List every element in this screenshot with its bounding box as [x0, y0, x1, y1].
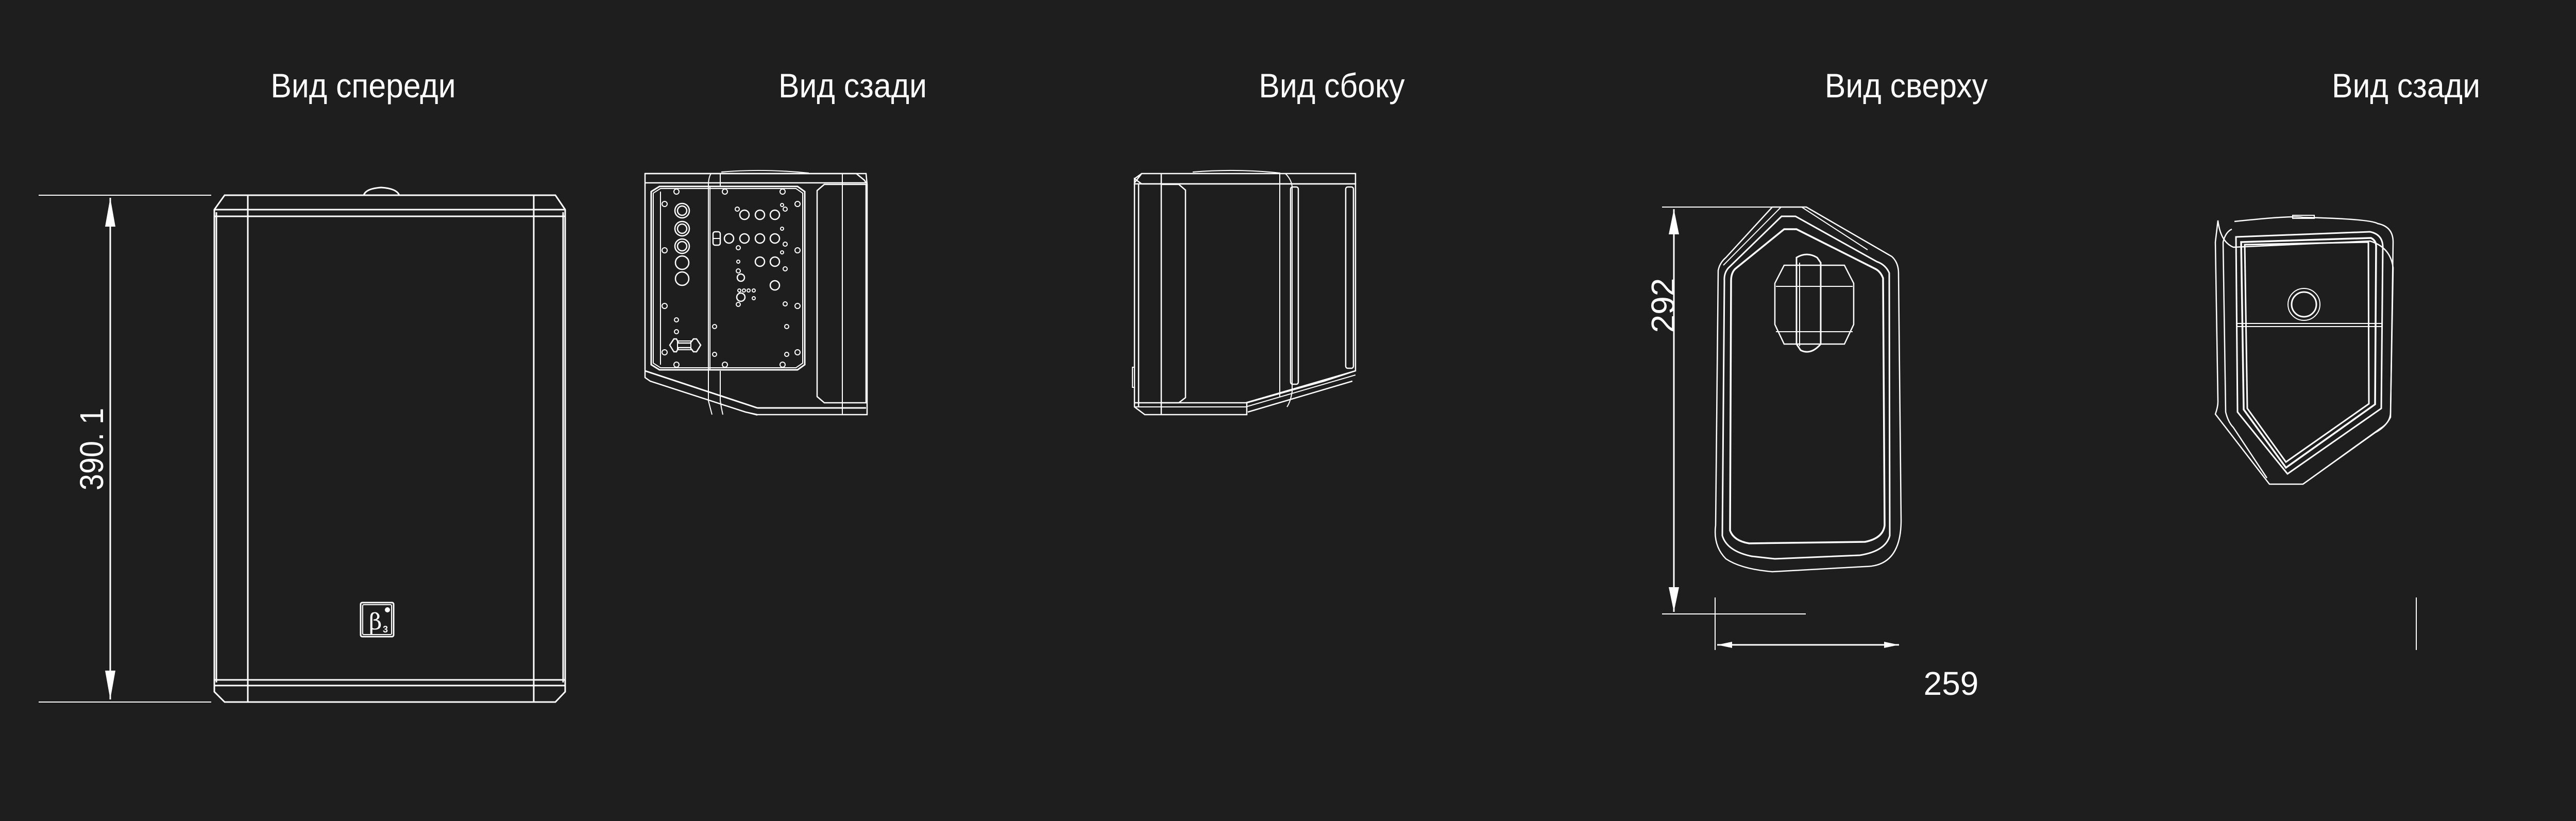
view-title-rear-bottom: Вид сзади — [2331, 66, 2481, 105]
view-title-side: Вид сбоку — [1259, 66, 1405, 105]
svg-text:3: 3 — [383, 624, 388, 635]
view-title-back: Вид сзади — [778, 66, 927, 105]
front-view — [39, 186, 566, 703]
rear-bottom-view — [2214, 215, 2394, 485]
back-view — [644, 169, 868, 416]
view-title-front: Вид спереди — [270, 66, 456, 105]
dimension-height-label: 390. 1 — [73, 407, 110, 491]
dimension-depth-label: 292 — [1645, 278, 1682, 333]
dimension-width-label: 259 — [1923, 665, 1979, 702]
side-view — [1132, 169, 1357, 416]
view-title-top: Вид сверху — [1824, 66, 1988, 105]
logo-beta: β — [369, 609, 382, 635]
top-view — [1662, 206, 2417, 650]
